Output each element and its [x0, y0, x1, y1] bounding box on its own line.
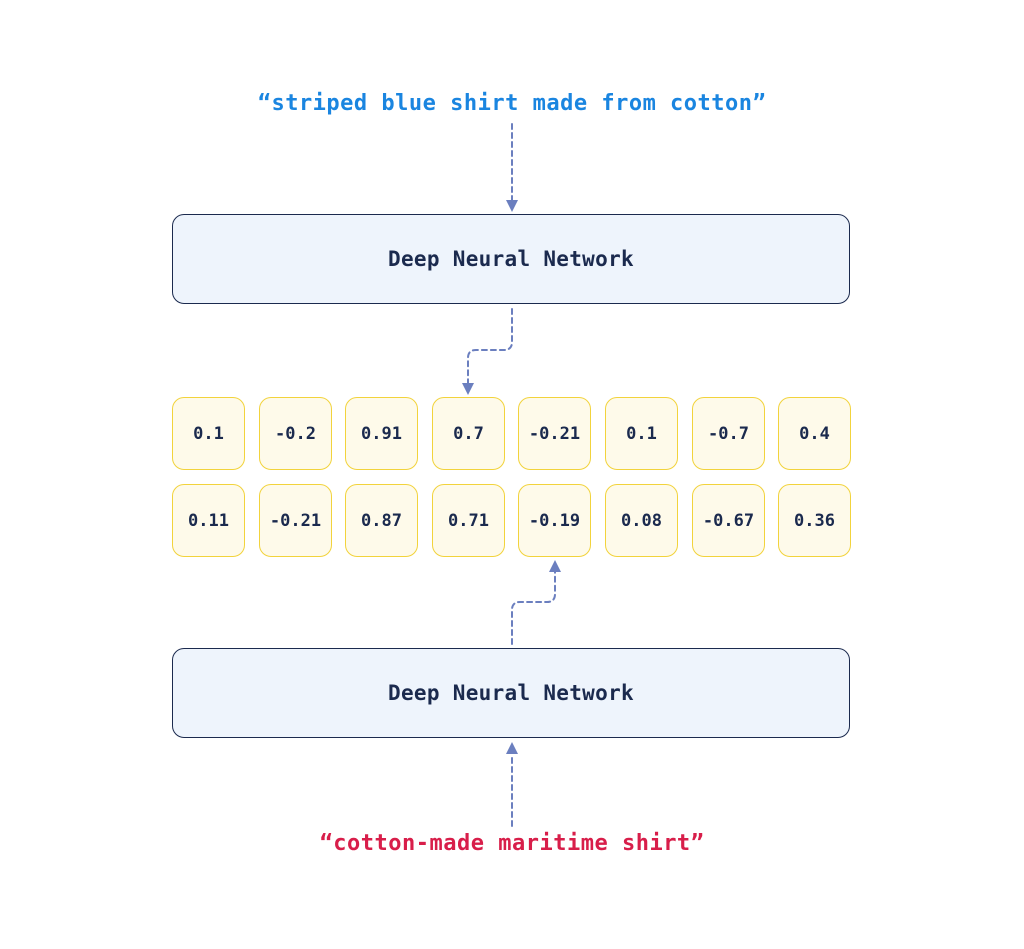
- deep-neural-network-box-top: Deep Neural Network: [172, 214, 850, 304]
- embedding-vector-bottom: 0.11 -0.21 0.87 0.71 -0.19 0.08 -0.67 0.…: [172, 484, 852, 557]
- vector-cell: 0.7: [432, 397, 505, 470]
- vector-cell: -0.2: [259, 397, 332, 470]
- deep-neural-network-box-bottom: Deep Neural Network: [172, 648, 850, 738]
- arrowhead-down-icon: [462, 383, 474, 395]
- vector-cell: 0.4: [778, 397, 851, 470]
- vector-cell: 0.11: [172, 484, 245, 557]
- embedding-vector-top: 0.1 -0.2 0.91 0.7 -0.21 0.1 -0.7 0.4: [172, 397, 852, 470]
- arrow-dnn-bottom-to-vector: [511, 571, 556, 645]
- vector-cell: 0.1: [172, 397, 245, 470]
- vector-cell: -0.7: [692, 397, 765, 470]
- vector-cell: 0.1: [605, 397, 678, 470]
- arrowhead-up-icon: [506, 742, 518, 754]
- vector-cell: 0.91: [345, 397, 418, 470]
- dnn-label-bottom: Deep Neural Network: [388, 681, 634, 705]
- vector-cell: 0.36: [778, 484, 851, 557]
- vector-cell: -0.67: [692, 484, 765, 557]
- dnn-label-top: Deep Neural Network: [388, 247, 634, 271]
- vector-cell: -0.19: [518, 484, 591, 557]
- query-text-top: “striped blue shirt made from cotton”: [257, 91, 767, 116]
- query-text-bottom: “cotton-made maritime shirt”: [319, 831, 705, 856]
- vector-cell: 0.08: [605, 484, 678, 557]
- vector-cell: 0.87: [345, 484, 418, 557]
- arrow-dnn-top-to-vector: [467, 308, 513, 384]
- arrowhead-up-icon: [549, 560, 561, 572]
- arrowhead-down-icon: [506, 200, 518, 212]
- vector-cell: 0.71: [432, 484, 505, 557]
- vector-cell: -0.21: [518, 397, 591, 470]
- vector-cell: -0.21: [259, 484, 332, 557]
